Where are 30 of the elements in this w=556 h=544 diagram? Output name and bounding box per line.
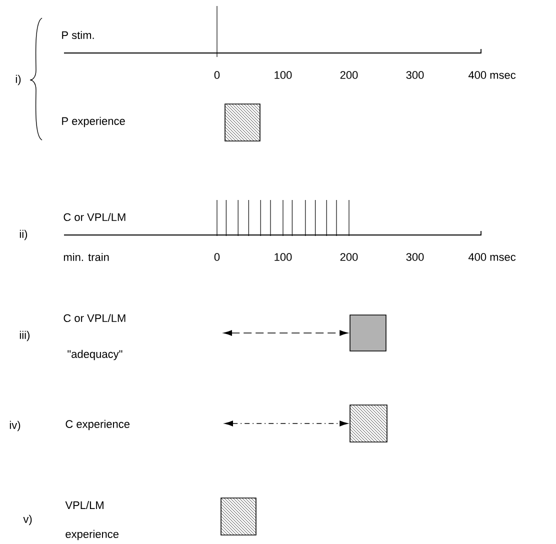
axis-label: P experience bbox=[62, 116, 125, 128]
axis-label: 0 bbox=[214, 71, 220, 79]
axis-label: 300 bbox=[406, 71, 424, 79]
double-arrow bbox=[224, 420, 348, 426]
axis-label: 400 msec bbox=[468, 253, 516, 261]
timing-box bbox=[220, 498, 256, 536]
axis-label: iii) bbox=[20, 330, 30, 342]
double-arrow bbox=[224, 330, 348, 336]
axis-label: min. train bbox=[64, 252, 109, 262]
timing-box bbox=[224, 104, 260, 142]
axis-label: v) bbox=[23, 514, 32, 526]
axis-label: ii) bbox=[20, 230, 28, 240]
axis-label: 100 bbox=[274, 71, 292, 79]
timing-box bbox=[350, 404, 388, 442]
axis-label: 0 bbox=[214, 253, 220, 261]
axis-label: C or VPL/LM bbox=[64, 212, 126, 222]
axis-label: 100 bbox=[274, 253, 292, 261]
axis-label: VPL/LM bbox=[65, 500, 104, 510]
timing-box bbox=[350, 314, 386, 352]
axis-label: C experience bbox=[66, 420, 130, 430]
axis-label: C or VPL/LM bbox=[64, 314, 126, 322]
axis-label: "adequacy" bbox=[68, 350, 122, 360]
axis-label: 300 bbox=[406, 253, 424, 261]
axis-label: experience bbox=[66, 530, 119, 540]
axis-label: iv) bbox=[10, 420, 20, 432]
axis-label: i) bbox=[16, 74, 21, 86]
axis-label: P stim. bbox=[62, 30, 94, 40]
axis-label: 400 msec bbox=[468, 71, 516, 79]
axis-label: 200 bbox=[340, 71, 358, 79]
axis-label: 200 bbox=[340, 253, 358, 261]
